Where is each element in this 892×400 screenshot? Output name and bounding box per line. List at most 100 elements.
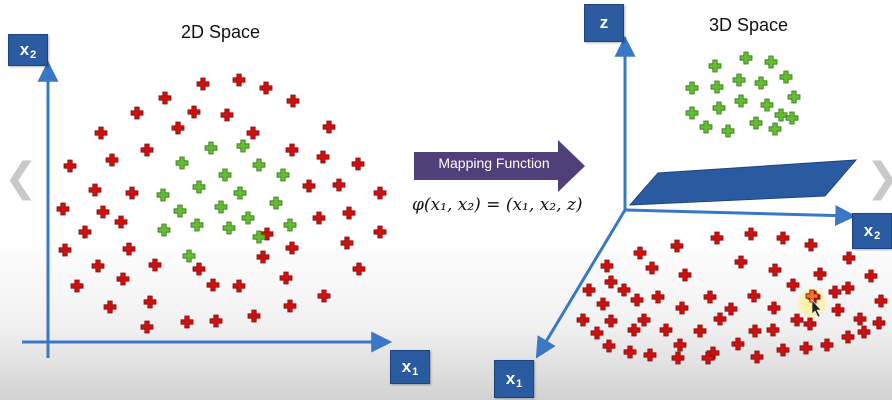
green-point: [764, 55, 778, 69]
green-point: [749, 116, 763, 130]
red-point: [180, 315, 194, 329]
title-3d: 3D Space: [709, 15, 789, 35]
red-point: [831, 303, 845, 317]
mapping-function-label: Mapping Function: [438, 155, 550, 171]
red-point: [659, 323, 673, 337]
red-point: [670, 239, 684, 253]
red-point: [710, 231, 724, 245]
red-point: [351, 157, 365, 171]
green-point: [710, 80, 724, 94]
green-point: [204, 141, 218, 155]
red-point: [874, 294, 888, 308]
green-point: [252, 230, 266, 244]
red-point: [256, 250, 270, 264]
red-point: [703, 290, 717, 304]
red-point: [623, 345, 637, 359]
red-point: [279, 271, 293, 285]
red-point: [96, 205, 110, 219]
chevron-left-icon[interactable]: ❮: [4, 155, 38, 201]
red-point: [286, 94, 300, 108]
red-point: [803, 317, 817, 331]
green-point: [721, 124, 735, 138]
axis-label-text: x: [401, 357, 412, 376]
red-point: [206, 278, 220, 292]
red-point: [864, 269, 878, 283]
red-point: [766, 323, 780, 337]
green-point: [269, 196, 283, 210]
red-point: [247, 309, 261, 323]
mapping-arrow: [414, 140, 585, 192]
x2-axis-3d: [624, 205, 857, 227]
red-point: [116, 272, 130, 286]
red-point: [312, 211, 326, 225]
red-point: [776, 343, 790, 357]
axis-label-subscript: 1: [412, 366, 419, 378]
axis-label-text: z: [599, 13, 609, 32]
red-point: [259, 81, 273, 95]
red-point: [114, 215, 128, 229]
green-point: [779, 70, 793, 84]
green-point: [712, 101, 726, 115]
points-3d: [576, 51, 888, 365]
red-point: [637, 313, 651, 327]
axis-label-text: x: [505, 369, 516, 388]
green-point: [685, 106, 699, 120]
red-point: [701, 351, 715, 365]
green-point: [685, 81, 699, 95]
green-point: [214, 200, 228, 214]
separating-plane: [628, 159, 858, 206]
axis-label-subscript: 2: [30, 49, 37, 61]
green-point: [157, 223, 171, 237]
red-point: [143, 295, 157, 309]
red-point: [706, 346, 720, 360]
green-point: [252, 158, 266, 172]
green-point: [156, 188, 170, 202]
red-point: [767, 301, 781, 315]
green-point: [732, 73, 746, 87]
red-point: [246, 126, 260, 140]
green-point: [760, 98, 774, 112]
red-point: [828, 285, 842, 299]
red-point: [158, 91, 172, 105]
points-2d: [56, 73, 387, 334]
red-point: [617, 283, 631, 297]
green-point: [699, 120, 713, 134]
chevron-right-icon[interactable]: ❯: [866, 158, 892, 198]
red-point: [768, 263, 782, 277]
red-point: [342, 206, 356, 220]
axis-label-subscript: 2: [874, 230, 881, 242]
red-point: [643, 348, 657, 362]
red-point: [627, 323, 641, 337]
green-point: [739, 51, 753, 65]
green-point: [768, 122, 782, 136]
red-point: [602, 339, 616, 353]
red-point: [731, 337, 745, 351]
red-point: [340, 236, 354, 250]
red-point: [140, 143, 154, 157]
red-point: [91, 259, 105, 273]
red-point: [232, 73, 246, 87]
green-point: [218, 168, 232, 182]
red-point: [633, 246, 647, 260]
red-point: [209, 314, 223, 328]
red-point: [56, 202, 70, 216]
red-point: [285, 143, 299, 157]
red-point: [582, 283, 596, 297]
red-point: [192, 262, 206, 276]
red-point: [651, 290, 665, 304]
red-point: [748, 324, 762, 338]
red-point: [744, 227, 758, 241]
red-point: [671, 351, 685, 365]
red-point: [94, 126, 108, 140]
red-point: [125, 186, 139, 200]
red-point: [140, 320, 154, 334]
red-point: [645, 261, 659, 275]
red-point: [58, 243, 72, 257]
x1-axis-3d: [535, 209, 627, 359]
red-point: [232, 279, 246, 293]
red-point: [332, 178, 346, 192]
